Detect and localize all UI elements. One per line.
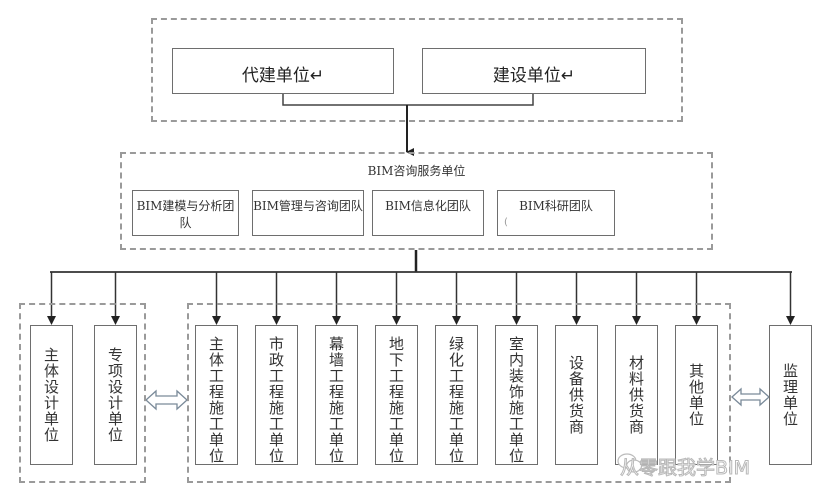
owner-unit: 建设单位↵ bbox=[422, 48, 646, 94]
construction-supervision-double-arrow bbox=[731, 387, 770, 407]
construction-unit-label: 绿化工程施工单位 bbox=[447, 336, 465, 464]
wechat-icon bbox=[617, 453, 643, 473]
bim-team-informatization: BIM信息化团队 bbox=[372, 190, 484, 236]
bim-team-label: BIM管理与咨询团队 bbox=[253, 199, 363, 213]
bim-consulting-group: BIM咨询服务单位 bbox=[120, 152, 713, 250]
arrowhead bbox=[632, 316, 641, 325]
bim-team-label: BIM信息化团队 bbox=[385, 199, 471, 213]
arrowhead bbox=[572, 316, 581, 325]
arrowhead bbox=[392, 316, 401, 325]
construction-unit: 其他单位 bbox=[675, 325, 718, 465]
construction-unit: 地下工程施工单位 bbox=[375, 325, 418, 465]
bim-team-research: BIM科研团队 ( bbox=[497, 190, 615, 236]
bim-group-title: BIM咨询服务单位 bbox=[367, 164, 466, 178]
design-unit-label: 专项设计单位 bbox=[106, 347, 124, 443]
design-construction-double-arrow bbox=[145, 389, 188, 411]
arrowhead bbox=[692, 316, 701, 325]
construction-group bbox=[187, 303, 731, 483]
construction-unit-label: 其他单位 bbox=[687, 363, 705, 427]
drop-arrows bbox=[47, 272, 795, 325]
arrowhead bbox=[47, 316, 56, 325]
owner-unit-label: 建设单位↵ bbox=[492, 66, 576, 86]
watermark-text: 从零跟我学BIM bbox=[619, 457, 751, 480]
construction-unit: 材料供货商 bbox=[615, 325, 658, 465]
construction-unit: 主体工程施工单位 bbox=[195, 325, 238, 465]
supervision-unit: 监理单位 bbox=[769, 325, 812, 465]
owner-group bbox=[151, 18, 683, 122]
arrowhead bbox=[212, 316, 221, 325]
bim-team-modeling: BIM建模与分析团队 bbox=[132, 190, 239, 236]
bim-team-label: BIM科研团队 bbox=[519, 199, 593, 213]
arrowhead bbox=[332, 316, 341, 325]
bim-team-management: BIM管理与咨询团队 bbox=[252, 190, 364, 236]
stray-mark: ( bbox=[504, 217, 508, 228]
construction-unit-label: 主体工程施工单位 bbox=[207, 336, 225, 464]
agent-construction-unit-label: 代建单位↵ bbox=[241, 66, 325, 86]
supervision-unit-label: 监理单位 bbox=[781, 363, 799, 427]
design-unit: 主体设计单位 bbox=[30, 325, 73, 465]
construction-unit-label: 设备供货商 bbox=[567, 355, 585, 435]
construction-unit: 设备供货商 bbox=[555, 325, 598, 465]
bim-team-label: BIM建模与分析团队 bbox=[136, 199, 235, 230]
arrowhead bbox=[512, 316, 521, 325]
construction-unit: 幕墙工程施工单位 bbox=[315, 325, 358, 465]
construction-unit: 绿化工程施工单位 bbox=[435, 325, 478, 465]
construction-unit: 市政工程施工单位 bbox=[255, 325, 298, 465]
arrowhead bbox=[452, 316, 461, 325]
agent-construction-unit: 代建单位↵ bbox=[172, 48, 394, 94]
arrowhead bbox=[272, 316, 281, 325]
construction-unit-label: 幕墙工程施工单位 bbox=[327, 336, 345, 464]
construction-unit-label: 材料供货商 bbox=[627, 355, 645, 435]
arrowhead bbox=[786, 316, 795, 325]
construction-unit: 室内装饰施工单位 bbox=[495, 325, 538, 465]
design-group bbox=[19, 303, 146, 483]
construction-unit-label: 室内装饰施工单位 bbox=[507, 336, 525, 464]
construction-unit-label: 市政工程施工单位 bbox=[267, 336, 285, 464]
design-unit-label: 主体设计单位 bbox=[42, 347, 60, 443]
arrowhead bbox=[111, 316, 120, 325]
construction-unit-label: 地下工程施工单位 bbox=[387, 336, 405, 464]
design-unit: 专项设计单位 bbox=[94, 325, 137, 465]
